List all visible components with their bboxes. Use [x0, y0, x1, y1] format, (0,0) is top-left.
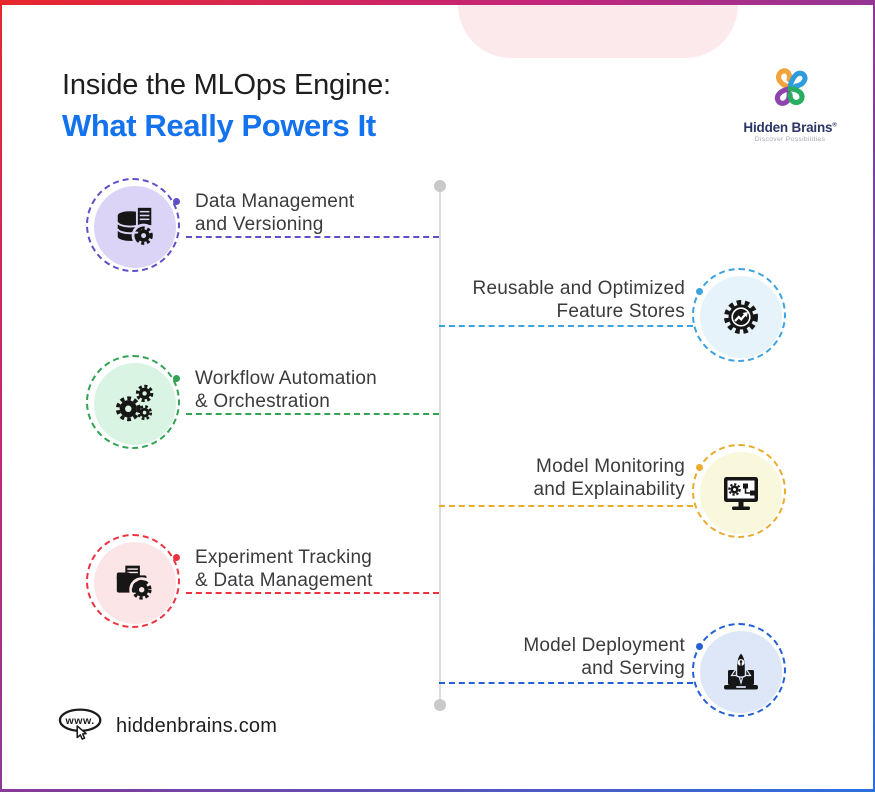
dashed-ring: [86, 534, 180, 628]
decorative-pink-blob: [458, 5, 738, 58]
item-label-line2: & Data Management: [195, 570, 373, 591]
item-label-line1: Model Monitoring: [536, 456, 685, 477]
connector-line: [439, 682, 693, 684]
database-document-gear-icon: [116, 205, 156, 248]
laptop-rocket-icon: [724, 651, 758, 690]
www-cursor-icon: www.: [58, 708, 102, 740]
item-label: Model Monitoring and Explainability: [382, 455, 685, 501]
brand-name: Hidden Brains®: [743, 120, 837, 135]
page-title-line2: What Really Powers It: [62, 108, 376, 143]
connector-line: [186, 592, 439, 594]
page-title-line1: Inside the MLOps Engine:: [62, 69, 391, 101]
accent-dot: [696, 288, 703, 295]
item-label: Reusable and Optimized Feature Stores: [382, 277, 685, 323]
item-label-line1: Experiment Tracking: [195, 547, 372, 568]
item-label-line2: Feature Stores: [556, 301, 685, 322]
hidden-brains-knot-icon: [774, 68, 808, 106]
hidden-brains-logo: Hidden Brains® Discover Possibilities: [735, 63, 845, 143]
item-label-line1: Data Management: [195, 191, 355, 212]
item-label-line1: Workflow Automation: [195, 368, 377, 389]
folder-document-gear-icon: [116, 563, 155, 603]
item-label-line1: Model Deployment: [523, 635, 685, 656]
timeline-spine: [439, 186, 441, 705]
connector-line: [186, 236, 439, 238]
item-label-line2: & Orchestration: [195, 391, 330, 412]
icon-bubble: [94, 542, 176, 624]
accent-dot: [696, 464, 703, 471]
footer: www. hiddenbrains.com: [58, 707, 277, 745]
item-label-line2: and Versioning: [195, 214, 324, 235]
icon-bubble: [700, 452, 782, 534]
gear-trend-arrow-icon: [724, 300, 758, 334]
dashed-ring: [692, 444, 786, 538]
item-label: Data Management and Versioning: [195, 190, 354, 236]
gears-icon: [115, 384, 154, 422]
item-label-line1: Reusable and Optimized: [472, 278, 685, 299]
item-label: Workflow Automation & Orchestration: [195, 367, 377, 413]
item-label: Model Deployment and Serving: [382, 634, 685, 680]
connector-line: [439, 505, 693, 507]
registered-mark: ®: [832, 122, 837, 129]
website-link[interactable]: hiddenbrains.com: [116, 714, 278, 737]
brand-tagline: Discover Possibilities: [754, 136, 826, 143]
icon-bubble: [94, 186, 176, 268]
dashed-ring: [692, 268, 786, 362]
dashed-ring: [86, 178, 180, 272]
connector-line: [439, 325, 693, 327]
item-label-line2: and Serving: [581, 658, 685, 679]
www-label: www.: [65, 715, 95, 727]
spine-top-dot: [434, 180, 446, 192]
icon-bubble: [94, 363, 176, 445]
monitor-gear-flowchart-icon: [724, 477, 758, 510]
accent-dot: [696, 643, 703, 650]
connector-line: [186, 413, 439, 415]
accent-dot: [173, 375, 180, 382]
item-label: Experiment Tracking & Data Management: [195, 546, 373, 592]
spine-bottom-dot: [434, 699, 446, 711]
icon-bubble: [700, 631, 782, 713]
dashed-ring: [692, 623, 786, 717]
accent-dot: [173, 554, 180, 561]
dashed-ring: [86, 355, 180, 449]
accent-dot: [173, 198, 180, 205]
page-title: Inside the MLOps Engine: What Really Pow…: [62, 69, 391, 144]
icon-bubble: [700, 276, 782, 358]
infographic-canvas: Inside the MLOps Engine: What Really Pow…: [2, 5, 873, 789]
item-label-line2: and Explainability: [533, 479, 685, 500]
